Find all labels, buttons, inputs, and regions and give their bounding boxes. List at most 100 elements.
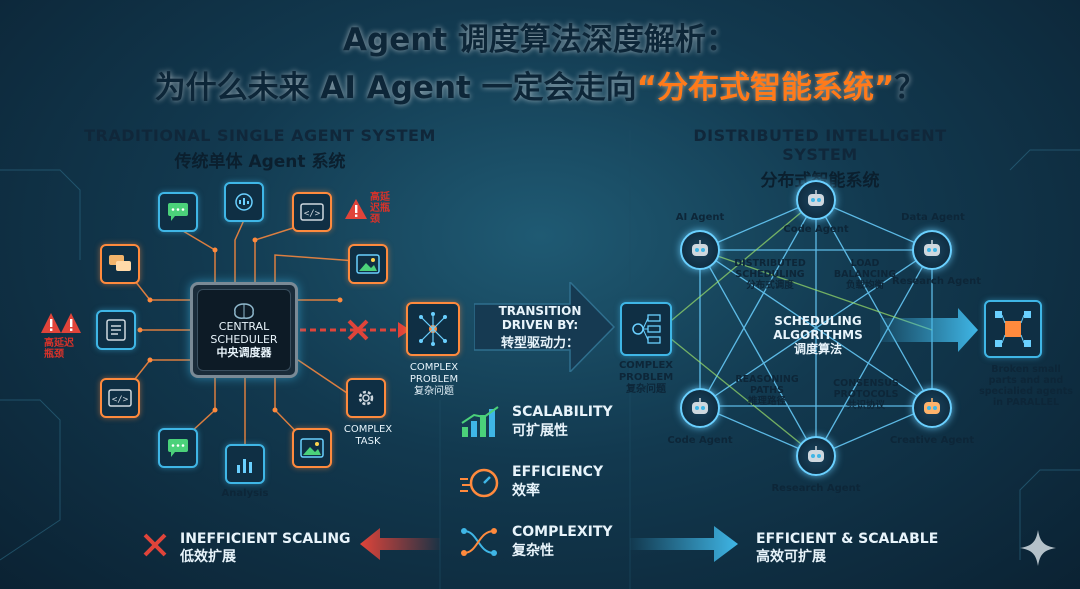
network-hub-icon [419, 312, 447, 346]
agent-lower-left [680, 388, 720, 428]
bottom-right-en: EFFICIENT & SCALABLE [756, 531, 939, 547]
code-window-icon: </> [108, 389, 132, 407]
metric-scalability-en: SCALABILITY [512, 404, 613, 420]
parallel-chip-icon [995, 311, 1031, 347]
robot-icon [692, 240, 708, 256]
double-warning-icon [41, 313, 81, 333]
transition-line2: DRIVEN BY: [501, 318, 579, 332]
rp-zh: 推理路径 [747, 396, 786, 407]
sparkle-icon [1020, 530, 1056, 566]
label-consensus-protocols: CONSENSUS PROTOCOLS 共识协议 [826, 378, 906, 411]
agent-upper-left-label: AI Agent [675, 212, 725, 223]
metric-efficiency-en: EFFICIENCY [512, 464, 604, 480]
complex-problem-left-zh: 复杂问题 [414, 386, 454, 397]
message-bubbles-icon [109, 255, 131, 271]
robot-icon [808, 190, 824, 206]
image-icon [356, 254, 380, 274]
document-node [96, 310, 136, 350]
robot-icon [924, 398, 940, 414]
chip-label-line3: 中央调度器 [216, 345, 272, 359]
code-node-left: </> [100, 378, 140, 418]
title-highlight: “分布式智能系统” [636, 70, 895, 106]
complex-problem-right-label: COMPLEX PROBLEM 复杂问题 [612, 360, 680, 396]
left-section-header: TRADITIONAL SINGLE AGENT SYSTEM 传统单体 Age… [80, 126, 440, 172]
svg-text:</>: </> [112, 395, 129, 405]
chat-node [158, 192, 198, 232]
analysis-label: Analysis [221, 488, 269, 499]
label-load-balancing: LOAD BALANCING 负载均衡 [828, 258, 902, 291]
ds-zh: 分布式调度 [746, 280, 794, 291]
central-scheduler-chip: CENTRAL SCHEDULER 中央调度器 [190, 282, 298, 378]
complex-problem-right-zh: 复杂问题 [626, 384, 666, 395]
agent-lower-right-label: Creative Agent [889, 435, 975, 446]
complex-problem-left-label: COMPLEX PROBLEM 复杂问题 [398, 362, 470, 398]
right-section-header: DISTRIBUTED INTELLIGENT SYSTEM 分布式智能系统 [660, 126, 980, 191]
transition-label: TRANSITION DRIVEN BY: 转型驱动力： [490, 304, 590, 351]
chip-label-line1: CENTRAL [218, 319, 270, 333]
network-icon [458, 524, 502, 560]
agent-bottom-label: Research Agent [771, 483, 861, 494]
agent-lower-right [912, 388, 952, 428]
chat-icon [168, 439, 188, 457]
image-node-right [348, 244, 388, 284]
blocked-x-icon [347, 319, 369, 341]
code-window-icon: </> [300, 203, 324, 221]
page-title-line2: 为什么未来 AI Agent 一定会走向“分布式智能系统”？ [0, 62, 1080, 107]
label-scheduling-algorithms: SCHEDULING ALGORITHMS 调度算法 [758, 314, 878, 356]
agent-bottom [796, 436, 836, 476]
parallel-output-node [984, 300, 1042, 358]
complex-problem-left-en: COMPLEX PROBLEM [409, 362, 459, 385]
ai-brain-node [224, 182, 264, 222]
bottom-left-en: INEFFICIENT SCALING [180, 531, 351, 547]
stopwatch-icon [458, 464, 502, 500]
complex-problem-node-left [406, 302, 460, 356]
message-node [100, 244, 140, 284]
title-prefix: 为什么未来 AI Agent 一定会走向 [154, 70, 637, 106]
bar-chart-icon [458, 404, 502, 440]
parallel-output-label: Broken small parts and and specialied ag… [979, 364, 1073, 408]
ds-en: DISTRIBUTED SCHEDULING [734, 258, 806, 280]
agent-upper-right [912, 230, 952, 270]
metric-efficiency-zh: 效率 [512, 483, 540, 499]
label-distributed-scheduling: DISTRIBUTED SCHEDULING 分布式调度 [730, 258, 810, 291]
chip-label-line2: SCHEDULER [210, 332, 278, 346]
complex-problem-right-en: COMPLEX PROBLEM [618, 360, 674, 383]
cp-zh: 共识协议 [846, 400, 885, 411]
agent-upper-right-bottom-label: Research Agent [892, 276, 982, 287]
agent-top-label: Code Agent [783, 224, 849, 235]
label-reasoning-paths: REASONING PATHS 推理路径 [724, 374, 810, 407]
warning-top-text: 高延迟瓶颈 [370, 192, 390, 225]
metric-complexity-zh: 复杂性 [512, 543, 554, 559]
agent-lower-left-label: Code Agent [667, 435, 733, 446]
analysis-icon [237, 459, 252, 473]
agent-top [796, 180, 836, 220]
metric-complexity: COMPLEXITY 复杂性 [458, 524, 613, 560]
bottom-right-text: EFFICIENT & SCALABLE 高效可扩展 [756, 530, 938, 566]
metric-complexity-en: COMPLEXITY [512, 524, 613, 540]
inefficient-x-icon [143, 533, 167, 557]
document-icon [106, 319, 126, 341]
flowchart-icon [632, 314, 661, 344]
bottom-left-zh: 低效扩展 [180, 549, 236, 565]
chat-node-bottom [158, 428, 198, 468]
right-head-en: DISTRIBUTED INTELLIGENT SYSTEM [693, 126, 947, 164]
robot-icon [808, 446, 824, 462]
warning-top: 高延迟瓶颈 [344, 192, 398, 225]
left-head-en: TRADITIONAL SINGLE AGENT SYSTEM [84, 126, 436, 145]
complex-task-label: COMPLEX TASK [343, 424, 393, 447]
ai-chart-icon [235, 193, 253, 211]
transition-line3: 转型驱动力： [500, 336, 579, 351]
metric-efficiency: EFFICIENCY 效率 [458, 464, 603, 500]
lb-zh: 负载均衡 [845, 280, 884, 291]
sa-zh: 调度算法 [793, 342, 842, 356]
metric-scalability: SCALABILITY 可扩展性 [458, 404, 613, 440]
warning-left [40, 312, 82, 334]
robot-icon [692, 398, 708, 414]
transition-line1: TRANSITION [498, 304, 582, 318]
warning-left-text-wrap: 高延迟瓶颈 [44, 338, 74, 360]
title-suffix: ？ [894, 70, 926, 106]
bottom-left-text: INEFFICIENT SCALING 低效扩展 [180, 530, 351, 566]
warning-left-text: 高延迟瓶颈 [44, 338, 74, 360]
